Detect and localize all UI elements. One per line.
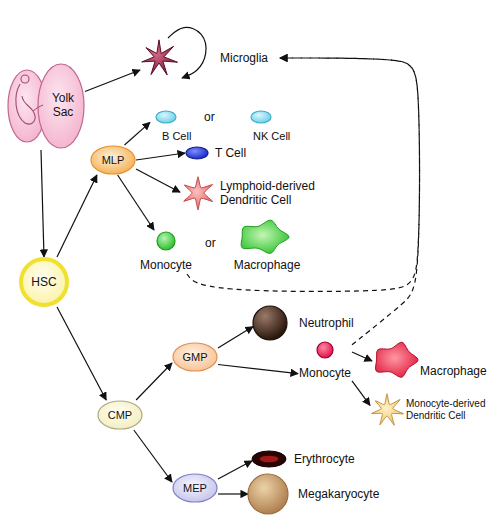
- progenitor-ellipse: MLP: [90, 145, 136, 175]
- lineage-arrow: [118, 175, 154, 230]
- cell-node: Monocyte: [136, 230, 196, 274]
- lineage-arrow: [218, 327, 253, 348]
- cell-center: [260, 456, 279, 463]
- lineage-arrow: [136, 153, 185, 160]
- node-label: Megakaryocyte: [298, 487, 383, 501]
- node-label: Neutrophil: [299, 316, 367, 330]
- lineage-arrow: [125, 122, 151, 145]
- cell-shape: [98, 401, 142, 429]
- cell-shape: [157, 232, 175, 250]
- cell-shape: [372, 394, 404, 425]
- node-label: Microglia: [220, 51, 278, 65]
- cell-shape: [241, 220, 289, 253]
- lineage-arrow: [168, 27, 206, 78]
- lineage-arrow: [352, 381, 370, 406]
- lineage-arrow: [57, 175, 97, 257]
- dashed-arrow: [280, 58, 420, 345]
- progenitor-ellipse: GMP: [172, 342, 218, 372]
- node-label: Lymphoid-derived Dendritic Cell: [220, 179, 328, 207]
- cell-shape: [156, 111, 176, 123]
- node-label: Monocyte: [298, 366, 352, 380]
- cell-node: NK Cell: [245, 108, 300, 144]
- cell-shape: [173, 474, 217, 502]
- lineage-arrow: [134, 430, 172, 482]
- node-label: NK Cell: [253, 129, 299, 143]
- node-label: Monocyte: [136, 258, 196, 272]
- cell-shape: [252, 451, 286, 467]
- cell-shape: [173, 343, 217, 371]
- cell-shape: [317, 342, 333, 358]
- cell-node: Neutrophil: [253, 305, 368, 341]
- node-label: Monocyte-derived Dendritic Cell: [406, 398, 492, 422]
- or-label: or: [204, 110, 215, 124]
- cell-icon: [298, 340, 352, 388]
- lineage-arrow: [57, 307, 106, 400]
- lineage-arrow: [136, 363, 172, 400]
- lineage-arrow: [85, 70, 140, 92]
- yolk-lobe: [38, 64, 84, 148]
- or-label: or: [205, 236, 216, 250]
- node-label: T Cell: [215, 146, 260, 160]
- cell-shape: [253, 306, 287, 340]
- embryo-head: [21, 75, 29, 83]
- lineage-arrow: [218, 493, 248, 494]
- embryo-outline: [16, 84, 35, 124]
- cell-node: T Cell: [185, 144, 260, 162]
- cell-shape: [248, 474, 288, 514]
- cell-node: Macrophage: [372, 340, 492, 382]
- node-label: CMP: [97, 400, 143, 430]
- lineage-arrow: [352, 352, 372, 361]
- node-label: HSC: [18, 257, 70, 307]
- progenitor-ellipse: MEP: [172, 473, 218, 503]
- cell-shape: [376, 342, 418, 377]
- cell-shape: [251, 111, 271, 123]
- lineage-arrow: [41, 150, 44, 257]
- cell-node: Erythrocyte: [252, 450, 372, 468]
- yolk-lobe: [8, 70, 46, 142]
- lineage-arrow: [218, 365, 298, 374]
- node-label: Yolk Sac: [43, 91, 83, 119]
- node-label: Macrophage: [230, 258, 304, 272]
- cell-node: Macrophage: [230, 218, 304, 274]
- cell-node: Lymphoid-derived Dendritic Cell: [180, 176, 330, 212]
- node-label: MEP: [172, 473, 218, 503]
- cell-node: Megakaryocyte: [248, 474, 383, 514]
- node-label: MLP: [90, 145, 136, 175]
- microglia-node: Microglia: [140, 38, 280, 78]
- dashed-arrow: [187, 58, 420, 291]
- node-label: Erythrocyte: [294, 452, 370, 466]
- cell-shape: [184, 177, 213, 210]
- cell-shape: [91, 146, 135, 174]
- lineage-arrow: [136, 169, 180, 192]
- embryo-stalk: [33, 105, 43, 111]
- progenitor-ellipse: CMP: [97, 400, 143, 430]
- node-label: Macrophage: [420, 364, 492, 378]
- cell-node: Monocyte-derived Dendritic Cell: [370, 392, 492, 430]
- cell-shape: [142, 40, 178, 75]
- cell-node: Monocyte: [298, 340, 352, 388]
- cell-shape: [186, 147, 208, 159]
- node-label: B Cell: [162, 129, 202, 143]
- lineage-arrow: [218, 461, 252, 479]
- cell-node: B Cell: [150, 108, 200, 144]
- node-label: GMP: [172, 342, 218, 372]
- yolk-sac-node: Yolk Sac: [5, 60, 85, 150]
- progenitor-circle: HSC: [18, 257, 70, 307]
